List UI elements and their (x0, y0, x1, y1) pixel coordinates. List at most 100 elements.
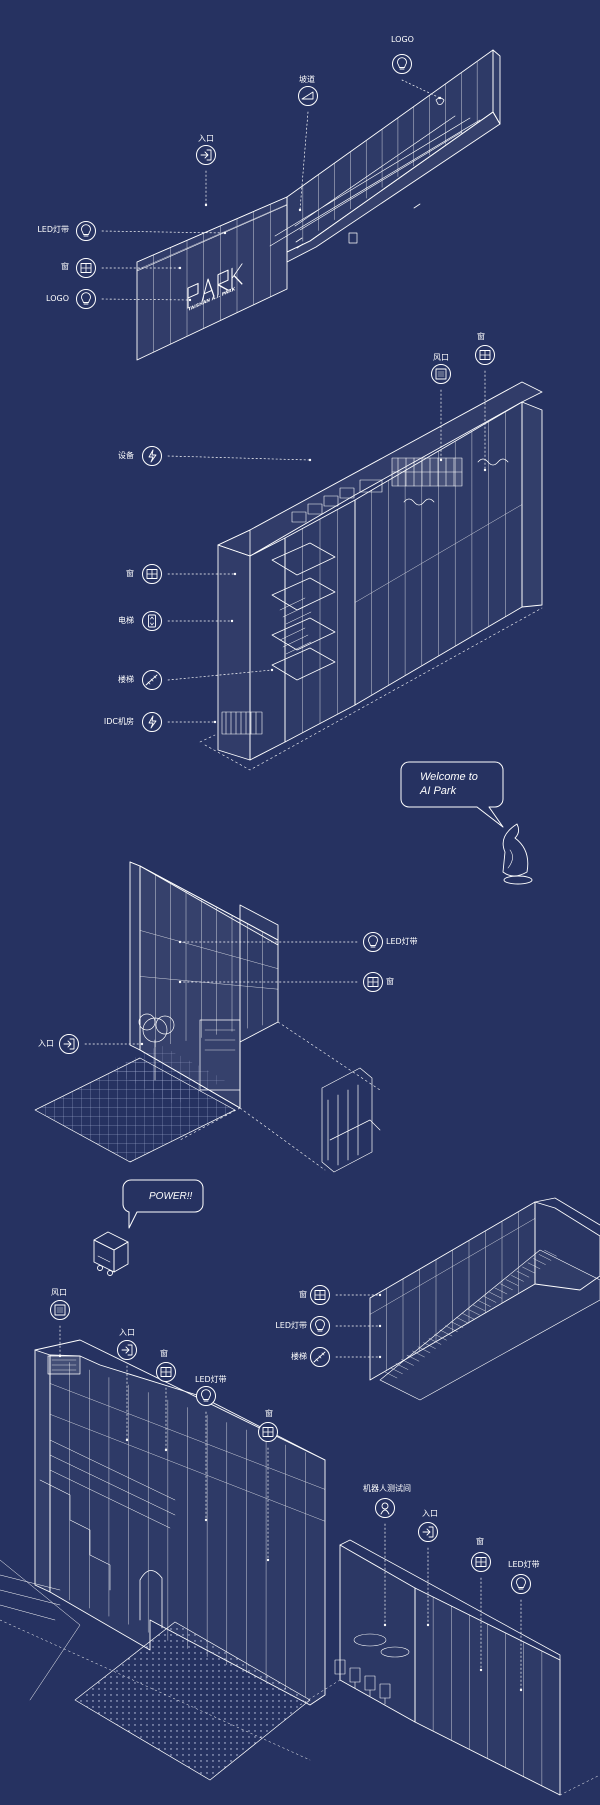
callout-window-7-end (266, 1558, 270, 1562)
enter-icon (200, 149, 212, 161)
building-1: TAISHAN A.I. PARK (136, 49, 501, 361)
power-icon (148, 715, 157, 729)
building-2 (199, 381, 543, 771)
callout-entrance-4-end (426, 1623, 430, 1627)
label-entrance-1: 入口 (198, 134, 214, 143)
callout-window-3 (142, 564, 237, 584)
window-icon (262, 1427, 274, 1437)
callout-stairs-1-leader (167, 669, 273, 681)
callout-window-1-end (178, 266, 182, 270)
speech-bubble-power (122, 1179, 204, 1229)
window-icon (367, 977, 379, 987)
callout-equipment (142, 446, 312, 466)
label-window-7: 窗 (265, 1409, 273, 1418)
welcome-bubble-text: Welcome to AI Park (420, 770, 478, 798)
enter-icon (63, 1038, 75, 1050)
label-logo-top: LOGO (391, 35, 414, 44)
callout-logo-left-end (188, 298, 192, 302)
label-entrance-2: 入口 (38, 1039, 54, 1048)
label-window-1: 窗 (61, 262, 69, 271)
label-window-8: 窗 (476, 1537, 484, 1546)
label-led-3: LED灯带 (275, 1321, 307, 1330)
callout-stairs-1 (142, 668, 274, 690)
label-entrance-4: 入口 (422, 1509, 438, 1518)
callout-window-6-end (164, 1448, 168, 1452)
bulb-icon (81, 292, 91, 305)
enter-icon (422, 1526, 434, 1538)
callout-logo-left-leader (101, 298, 191, 301)
bulb-icon (516, 1577, 526, 1590)
callout-ramp-leader (299, 111, 309, 211)
label-vent-1: 风口 (433, 353, 449, 362)
window-icon (80, 263, 92, 273)
callout-window-2 (475, 345, 495, 472)
callout-logo-top-leader (401, 79, 441, 99)
callout-led-1-leader (101, 230, 226, 234)
callout-led-1-end (223, 231, 227, 235)
stairs-icon (145, 674, 158, 686)
callout-vent-2 (50, 1300, 70, 1358)
building-4 (369, 1197, 600, 1401)
bulb-icon (81, 224, 91, 237)
callout-window-6 (156, 1362, 176, 1452)
callout-ramp-end (298, 208, 302, 212)
ramp-icon (301, 91, 314, 100)
callout-stairs-1-end (270, 668, 274, 672)
vent-icon (54, 1304, 66, 1316)
callout-elevator-end (230, 619, 234, 623)
callout-led-5-end (519, 1688, 523, 1692)
label-robot-test: 机器人测试间 (363, 1484, 411, 1493)
callout-led-5 (511, 1574, 531, 1692)
callout-equipment-ring (142, 446, 162, 466)
callout-window-8 (471, 1552, 491, 1672)
label-window-2: 窗 (477, 332, 485, 341)
vent-icon (435, 368, 447, 380)
label-led-2: LED灯带 (386, 937, 418, 946)
window-icon (475, 1557, 487, 1567)
callout-stairs-2 (310, 1347, 382, 1367)
label-ramp: 坡道 (299, 75, 315, 84)
label-led-4: LED灯带 (195, 1375, 227, 1384)
power-bubble-text: POWER!! (149, 1191, 193, 1202)
callout-vent-1-end (439, 458, 443, 462)
callout-stairs-2-end (378, 1355, 382, 1359)
building-6 (299, 1539, 600, 1796)
label-stairs-1: 楼梯 (118, 675, 134, 684)
callout-robot-test (375, 1498, 395, 1627)
callout-entrance-3-end (125, 1438, 129, 1442)
welcome-line-1: Welcome to (420, 771, 478, 783)
callout-led-4 (196, 1386, 216, 1522)
label-window-5: 窗 (299, 1290, 307, 1299)
lift-icon (148, 614, 156, 628)
window-icon (160, 1367, 172, 1377)
callout-led-1-ring (76, 221, 96, 241)
building-5 (0, 1339, 326, 1781)
power-icon (148, 449, 157, 463)
callout-led-3-ring (310, 1316, 330, 1336)
callout-elevator-ring (142, 611, 162, 631)
label-led-1: LED灯带 (37, 225, 69, 234)
enter-icon (121, 1344, 133, 1356)
callout-entrance-3 (117, 1340, 137, 1442)
callout-window-5-end (378, 1293, 382, 1297)
bulb-icon (397, 57, 407, 70)
callout-window-3-end (233, 572, 237, 576)
bulb-icon (315, 1319, 325, 1332)
welcome-line-2: AI Park (420, 785, 457, 797)
callout-window-2-end (483, 468, 487, 472)
label-idc-room: IDC机房 (103, 717, 134, 726)
callout-led-2 (178, 932, 383, 952)
callout-logo-top-end (438, 96, 442, 100)
callout-led-4-ring (196, 1386, 216, 1406)
callout-idc-room-end (213, 720, 217, 724)
callout-ramp (298, 86, 318, 212)
callout-window-1 (76, 258, 182, 278)
robot-guide (502, 823, 533, 885)
label-vent-2: 风口 (51, 1288, 67, 1297)
window-icon (146, 569, 158, 579)
label-elevator: 电梯 (118, 616, 134, 625)
building-3 (34, 861, 381, 1173)
callout-entrance-2-end (140, 1042, 144, 1046)
